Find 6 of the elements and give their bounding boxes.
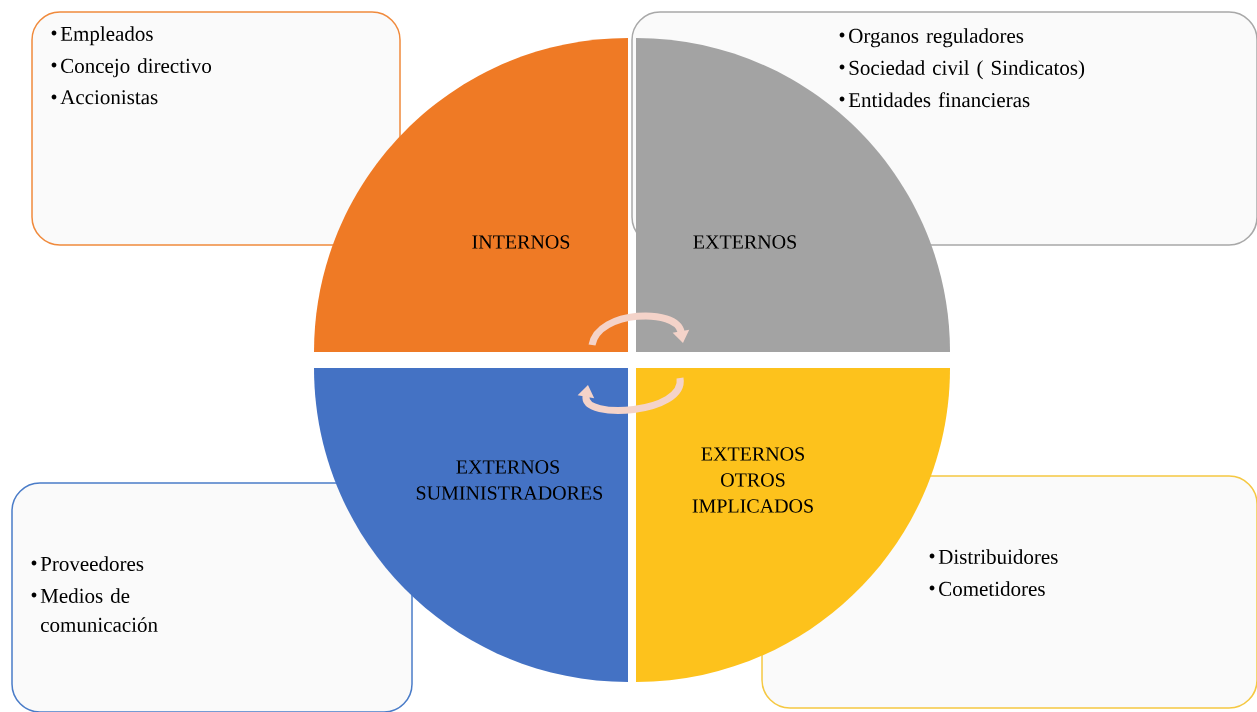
curved-arrow: [577, 377, 684, 414]
text-box: Empleados Concejo directivo Accionistas: [31, 11, 401, 246]
text-box: Proveedores Medios de comunicación: [11, 482, 413, 712]
quadrant-segment: INTERNOS: [314, 38, 628, 352]
curved-arrow: [588, 312, 690, 347]
quadrant-segment: EXTERNOS SUMINISTRADORES: [314, 368, 628, 682]
